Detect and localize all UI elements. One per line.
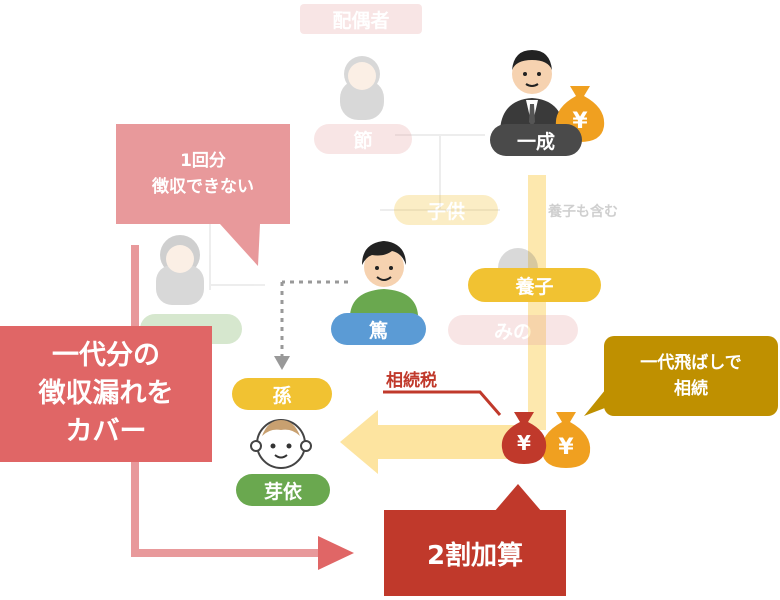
faded-child-name: みの — [448, 315, 578, 345]
skip-callout-bubble — [584, 336, 778, 416]
grandfather-avatar — [500, 50, 564, 130]
one-time-callout-text: 1回分 徴収できない — [116, 124, 290, 224]
inheritance-connector — [528, 175, 546, 430]
dotted-arrow — [280, 280, 348, 360]
spouse-avatar — [340, 56, 384, 120]
svg-text:¥: ¥ — [517, 431, 531, 455]
children-label: 子供 — [394, 195, 498, 225]
spouse-header: 配偶者 — [300, 4, 422, 34]
adopted-label: 養子 — [468, 268, 601, 302]
dotted-arrow-head — [274, 356, 290, 370]
father-avatar — [350, 241, 418, 315]
tax-label: 相続税 — [386, 371, 437, 391]
inheritance-money-bag-icon: ¥ — [541, 412, 591, 468]
skip-callout-text: 一代飛ばしで 相続 — [604, 336, 778, 416]
surcharge-pointer — [494, 484, 542, 512]
grandchild-role-label: 孫 — [232, 378, 332, 410]
one-time-line2: 徴収できない — [152, 177, 254, 197]
cover-line1: 一代分の — [52, 340, 160, 371]
adoption-note: 養子も含む — [548, 204, 618, 220]
one-time-line1: 1回分 — [180, 151, 226, 171]
child-avatar-faded — [156, 235, 204, 305]
spouse-name: 節 — [314, 124, 412, 154]
skip-generation-arrow — [340, 410, 525, 474]
grandfather-name: 一成 — [490, 124, 582, 156]
one-time-callout-bubble — [116, 124, 290, 266]
cover-line2: 徴収漏れを — [38, 378, 174, 409]
cover-line3: カバー — [65, 416, 147, 447]
grandchild-name: 芽依 — [236, 474, 330, 506]
cover-callout-text: 一代分の 徴収漏れを カバー — [0, 326, 212, 462]
tax-pointer — [383, 390, 502, 416]
grandson-father-name: 篤 — [331, 313, 426, 345]
svg-text:¥: ¥ — [558, 435, 574, 460]
skip-line1: 一代飛ばしで — [640, 353, 742, 373]
cover-callout-box — [0, 326, 212, 462]
baby-avatar — [250, 419, 312, 469]
tax-money-bag-icon: ¥ — [501, 412, 547, 464]
skip-line2: 相続 — [674, 379, 708, 399]
surcharge-box: 2割加算 — [384, 510, 566, 596]
